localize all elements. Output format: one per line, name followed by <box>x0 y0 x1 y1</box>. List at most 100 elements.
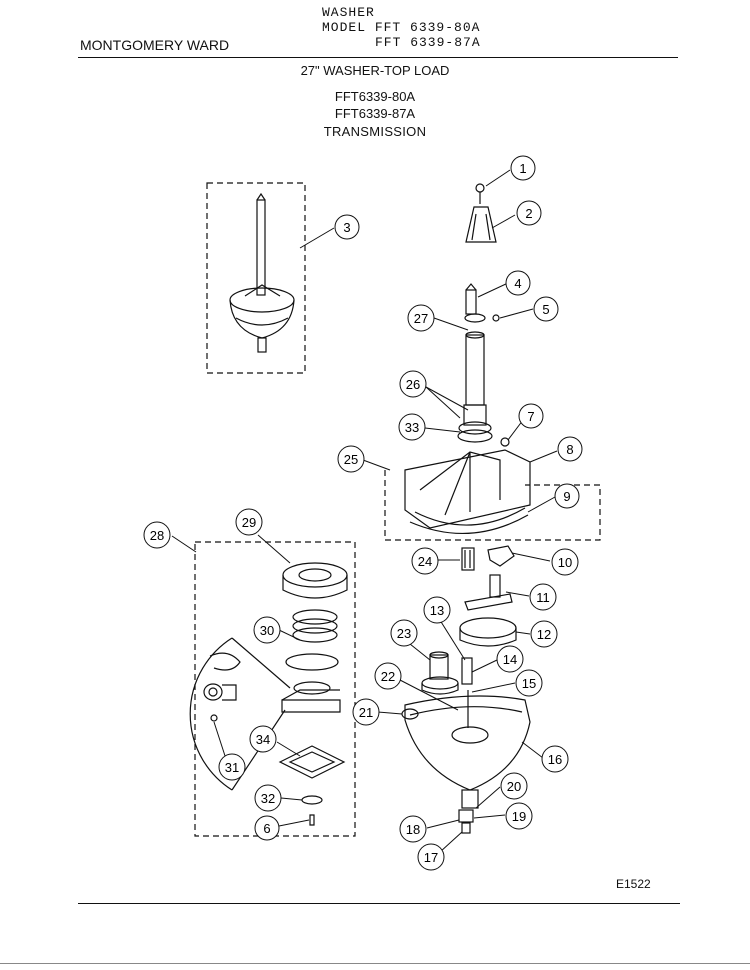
svg-text:24: 24 <box>418 554 432 569</box>
part-9-gasket <box>409 514 529 535</box>
callout-11: 11 <box>529 583 557 611</box>
part-22-gear <box>421 676 459 695</box>
detail-bearing <box>203 683 237 701</box>
svg-text:28: 28 <box>150 528 164 543</box>
svg-text:11: 11 <box>536 590 550 605</box>
part-7-fitting <box>500 437 510 447</box>
svg-text:7: 7 <box>527 409 534 424</box>
callout-29: 29 <box>235 508 263 536</box>
callout-17: 17 <box>417 843 445 871</box>
callout-28: 28 <box>143 521 171 549</box>
scan-edge-rule <box>0 963 750 964</box>
part-18-pinion <box>458 809 474 834</box>
part-25-upper-housing <box>404 449 531 529</box>
part-24-pinion <box>461 547 475 571</box>
svg-text:17: 17 <box>424 850 438 865</box>
model-number-1: FFT 6339-80A <box>374 20 481 35</box>
svg-text:26: 26 <box>406 377 420 392</box>
product-name: WASHER <box>322 5 375 20</box>
callout-27: 27 <box>407 304 435 332</box>
svg-text:34: 34 <box>256 732 270 747</box>
callout-33: 33 <box>398 413 426 441</box>
callout-26: 26 <box>399 370 427 398</box>
footer-rule <box>78 903 680 904</box>
svg-text:2: 2 <box>525 206 532 221</box>
callout-4: 4 <box>505 270 531 296</box>
callout-32: 32 <box>254 784 282 812</box>
callout-8: 8 <box>557 436 583 462</box>
callout-25: 25 <box>337 445 365 473</box>
retaining-clip <box>209 652 241 671</box>
callout-19: 19 <box>505 802 533 830</box>
part-1-screw <box>475 183 485 204</box>
svg-text:18: 18 <box>406 822 420 837</box>
svg-text:21: 21 <box>359 705 373 720</box>
part-11-crank <box>464 574 513 611</box>
svg-text:1: 1 <box>519 161 526 176</box>
callout-23: 23 <box>390 619 418 647</box>
model-caption-b: FFT6339-87A <box>334 106 416 121</box>
part-34-mount <box>278 745 346 779</box>
part-29-seal <box>282 562 348 599</box>
callout-24: 24 <box>411 547 439 575</box>
drawing-code: E1522 <box>616 877 651 891</box>
page-subtitle: 27" WASHER-TOP LOAD <box>300 63 450 78</box>
callout-1: 1 <box>510 155 536 181</box>
part-2-cap <box>465 206 497 243</box>
assembly-28-box <box>194 541 356 837</box>
callout-21: 21 <box>352 698 380 726</box>
svg-text:6: 6 <box>263 821 270 836</box>
model-caption-a: FFT6339-80A <box>334 89 416 104</box>
section-title: TRANSMISSION <box>323 124 427 139</box>
part-6-screw <box>309 814 315 826</box>
header-rule <box>78 57 678 58</box>
part-3-shaft-assembly <box>229 192 295 353</box>
svg-text:14: 14 <box>503 652 517 667</box>
svg-text:19: 19 <box>512 809 526 824</box>
assembly-25-box <box>384 470 601 541</box>
svg-text:33: 33 <box>405 420 419 435</box>
part-12-main-gear <box>459 617 517 647</box>
svg-text:32: 32 <box>261 791 275 806</box>
svg-text:29: 29 <box>242 515 256 530</box>
callout-3: 3 <box>334 214 360 240</box>
leader-lines <box>171 169 558 853</box>
model-label: MODEL <box>322 20 367 35</box>
callout-30: 30 <box>253 616 281 644</box>
part-16-lower-housing <box>404 695 531 809</box>
part-30b-washer <box>285 653 339 671</box>
part-10-shift-lever <box>487 545 515 567</box>
svg-text:4: 4 <box>514 276 521 291</box>
model-number-2: FFT 6339-87A <box>375 35 481 50</box>
callout-group: 1 2 3 4 5 27 26 33 7 8 25 9 28 29 24 10 … <box>143 155 583 871</box>
svg-text:10: 10 <box>558 555 572 570</box>
callout-34: 34 <box>249 725 277 753</box>
callout-7: 7 <box>518 403 544 429</box>
model-line-1: MODEL FFT 6339-80A <box>322 20 480 35</box>
callout-6: 6 <box>254 815 280 841</box>
part-5-ring <box>492 314 500 322</box>
callout-10: 10 <box>551 548 579 576</box>
svg-text:25: 25 <box>344 452 358 467</box>
svg-text:3: 3 <box>343 220 350 235</box>
callout-15: 15 <box>515 669 543 697</box>
main-shaft <box>457 283 493 443</box>
part-13-pinion <box>461 657 473 685</box>
detail-magnifier <box>189 637 233 791</box>
svg-text:31: 31 <box>225 760 239 775</box>
callout-18: 18 <box>399 815 427 843</box>
callout-22: 22 <box>374 662 402 690</box>
svg-text:23: 23 <box>397 626 411 641</box>
svg-text:22: 22 <box>381 669 395 684</box>
svg-text:15: 15 <box>522 676 536 691</box>
callout-5: 5 <box>533 296 559 322</box>
callout-16: 16 <box>541 745 569 773</box>
detail-ring <box>210 714 218 722</box>
svg-text:12: 12 <box>537 627 551 642</box>
callout-31: 31 <box>218 753 246 781</box>
callout-9: 9 <box>554 483 580 509</box>
svg-text:30: 30 <box>260 623 274 638</box>
bearing-block <box>281 681 341 713</box>
callout-2: 2 <box>516 200 542 226</box>
